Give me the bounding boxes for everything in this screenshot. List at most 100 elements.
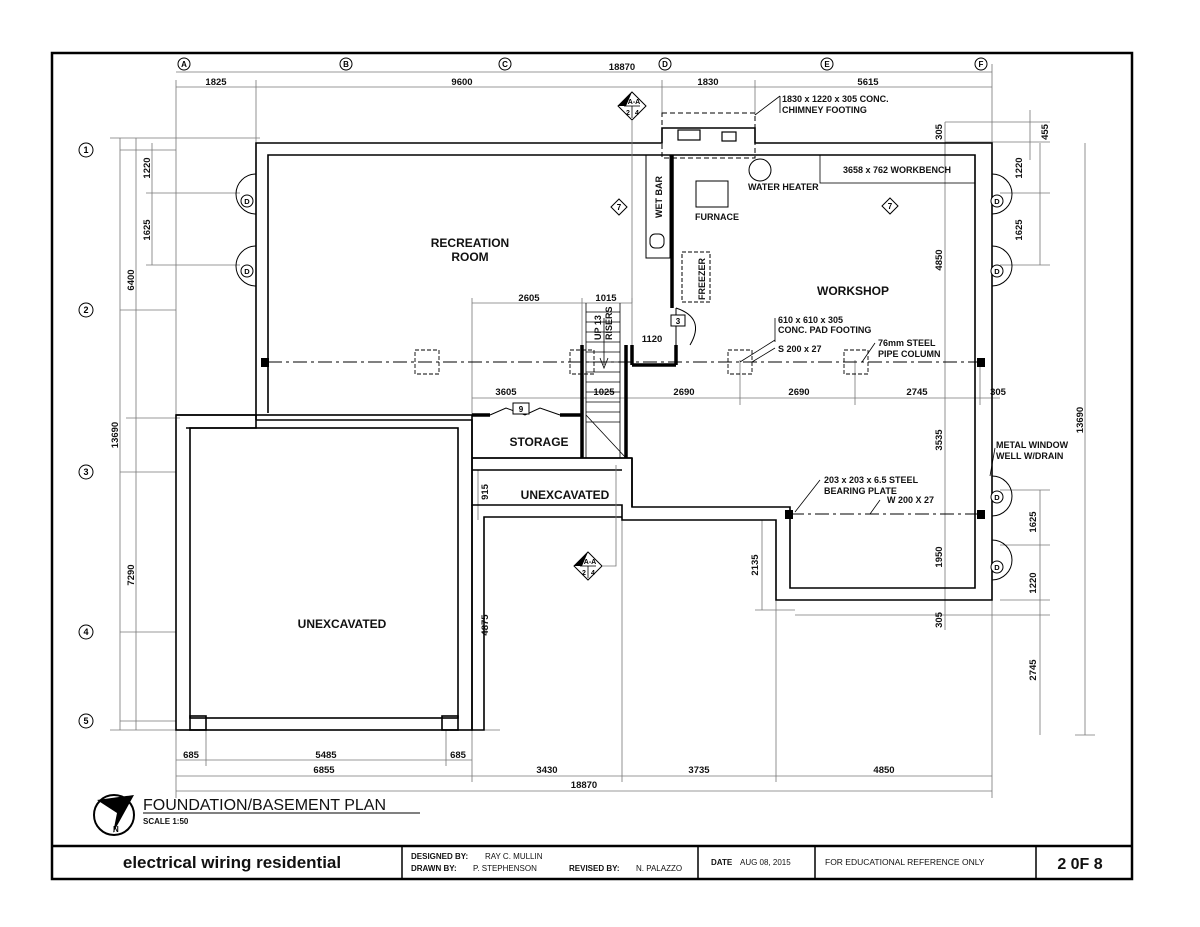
dim-right-4850: 4850 — [934, 249, 945, 270]
door-tag-3-box — [670, 314, 686, 327]
grid-column-d: D — [662, 60, 668, 69]
dim-right-2745: 2745 — [1028, 659, 1039, 681]
door-tag-9-box — [512, 402, 530, 415]
outer-wall-upper — [255, 127, 993, 601]
title-block-drawn-label: DRAWN BY: — [411, 864, 457, 873]
dim-left-6400: 6400 — [126, 269, 137, 290]
dim-bottom-685-left: 685 — [183, 750, 200, 761]
window-tag-3: D — [994, 197, 1000, 206]
section-mark-bottom-num-right: 4 — [591, 570, 595, 577]
dim-top-1830: 1830 — [697, 77, 718, 88]
tag-7-diamond-left — [610, 198, 628, 216]
dim-beam-2690-a: 2690 — [673, 387, 694, 398]
title-block-date-label: DATE — [711, 858, 733, 867]
section-mark-top-num-right: 4 — [635, 110, 639, 117]
grid-row-2: 2 — [83, 305, 88, 315]
door-tag-9: 9 — [519, 405, 524, 414]
window-tag-1: D — [244, 197, 250, 206]
dimension-lines — [110, 64, 1095, 798]
note-workbench: 3658 x 762 WORKBENCH — [843, 165, 951, 175]
dim-left-1625: 1625 — [142, 219, 153, 241]
section-mark-bottom-label: A-A — [584, 559, 596, 566]
room-unexcavated-large: UNEXCAVATED — [298, 617, 387, 631]
dim-beam-3605: 3605 — [495, 387, 517, 398]
drawing-title: FOUNDATION/BASEMENT PLAN — [143, 797, 386, 814]
note-bearing-line2: BEARING PLATE — [824, 486, 897, 496]
title-block-designed-by: RAY C. MULLIN — [485, 852, 543, 861]
furnace-unit — [695, 180, 729, 208]
grid-column-bubbles — [177, 57, 988, 71]
room-recreation-line1: RECREATION — [431, 236, 509, 250]
dim-bottom-685-right: 685 — [450, 750, 467, 761]
dim-beam-2745: 2745 — [906, 387, 928, 398]
dim-right-13690: 13690 — [1075, 407, 1086, 433]
tag-7-left: 7 — [617, 203, 622, 212]
dim-left-overall: 13690 — [110, 422, 121, 448]
dim-915: 915 — [480, 483, 491, 500]
dim-top-9600: 9600 — [451, 77, 472, 88]
window-tag-2: D — [244, 267, 250, 276]
chimney-flue-2 — [721, 131, 737, 142]
garage-pier-left — [189, 715, 207, 731]
note-furnace: FURNACE — [695, 212, 739, 222]
dim-right-1950: 1950 — [934, 546, 945, 567]
dim-right-3535: 3535 — [934, 429, 945, 451]
dim-2135: 2135 — [750, 554, 761, 576]
grid-row-bubbles — [78, 142, 94, 729]
dimension-text-group: 18870 1825 9600 1830 5615 305 455 13690 … — [110, 62, 1086, 791]
garage-outer — [175, 414, 473, 731]
window-tag-4: D — [994, 267, 1000, 276]
grid-column-a: A — [181, 60, 187, 69]
note-up-risers-line1: UP 13 — [593, 315, 603, 340]
dim-bottom-3430: 3430 — [536, 765, 557, 776]
dim-right-1220-lower: 1220 — [1028, 572, 1039, 593]
title-block-revised-label: REVISED BY: — [569, 864, 620, 873]
note-pad-line2: CONC. PAD FOOTING — [778, 325, 871, 335]
grid-row-1: 1 — [83, 145, 88, 155]
grid-row-3: 3 — [83, 467, 88, 477]
beam-lines — [268, 361, 980, 515]
note-up-risers-line2: RISERS — [604, 306, 614, 340]
grid-column-f: F — [979, 60, 984, 69]
room-unexcavated-small: UNEXCAVATED — [521, 488, 610, 502]
dim-right-305-bottom: 305 — [934, 611, 945, 628]
north-letter: N — [113, 825, 119, 834]
bearing-plate-right — [977, 510, 985, 519]
freezer-unit — [681, 251, 711, 303]
sheet-border — [50, 51, 1134, 881]
note-well-line1: METAL WINDOW — [996, 440, 1069, 450]
inner-wall-upper — [267, 154, 976, 589]
chimney-footing — [661, 112, 756, 159]
tag-7-diamond-right — [881, 197, 899, 215]
dim-stair-2605: 2605 — [518, 293, 540, 304]
title-block-note: FOR EDUCATIONAL REFERENCE ONLY — [825, 857, 985, 867]
chimney-flue-1 — [677, 129, 701, 141]
note-column-line1: 76mm STEEL — [878, 338, 936, 348]
dim-4875: 4875 — [480, 614, 491, 636]
dim-right-1220: 1220 — [1014, 157, 1025, 178]
dim-bottom-6855: 6855 — [313, 765, 335, 776]
dim-left-1220: 1220 — [142, 157, 153, 178]
grid-column-c: C — [502, 60, 508, 69]
title-block-designed-label: DESIGNED BY: — [411, 852, 468, 861]
window-wells — [235, 173, 1013, 581]
section-marker-top — [617, 91, 647, 303]
grid-row-4: 4 — [83, 627, 88, 637]
interior-partitions — [472, 155, 678, 458]
note-freezer: FREEZER — [697, 257, 707, 300]
dim-stair-1015: 1015 — [595, 293, 617, 304]
water-heater-unit — [748, 158, 772, 182]
bearing-plate-left — [785, 510, 793, 519]
door-tag-3: 3 — [676, 317, 681, 326]
dim-top-right-455: 455 — [1040, 123, 1051, 140]
garage-pier-right — [441, 715, 459, 731]
wet-bar-counter — [645, 154, 671, 259]
window-tag-6: D — [994, 563, 1000, 572]
dim-beam-1025: 1025 — [593, 387, 615, 398]
foundation-walls — [175, 127, 993, 731]
dim-bottom-4850: 4850 — [873, 765, 894, 776]
section-mark-top-label: A-A — [628, 99, 640, 106]
title-block-sheet: 2 0F 8 — [1057, 856, 1102, 873]
dim-top-1825: 1825 — [205, 77, 227, 88]
pad-footings — [414, 349, 869, 375]
